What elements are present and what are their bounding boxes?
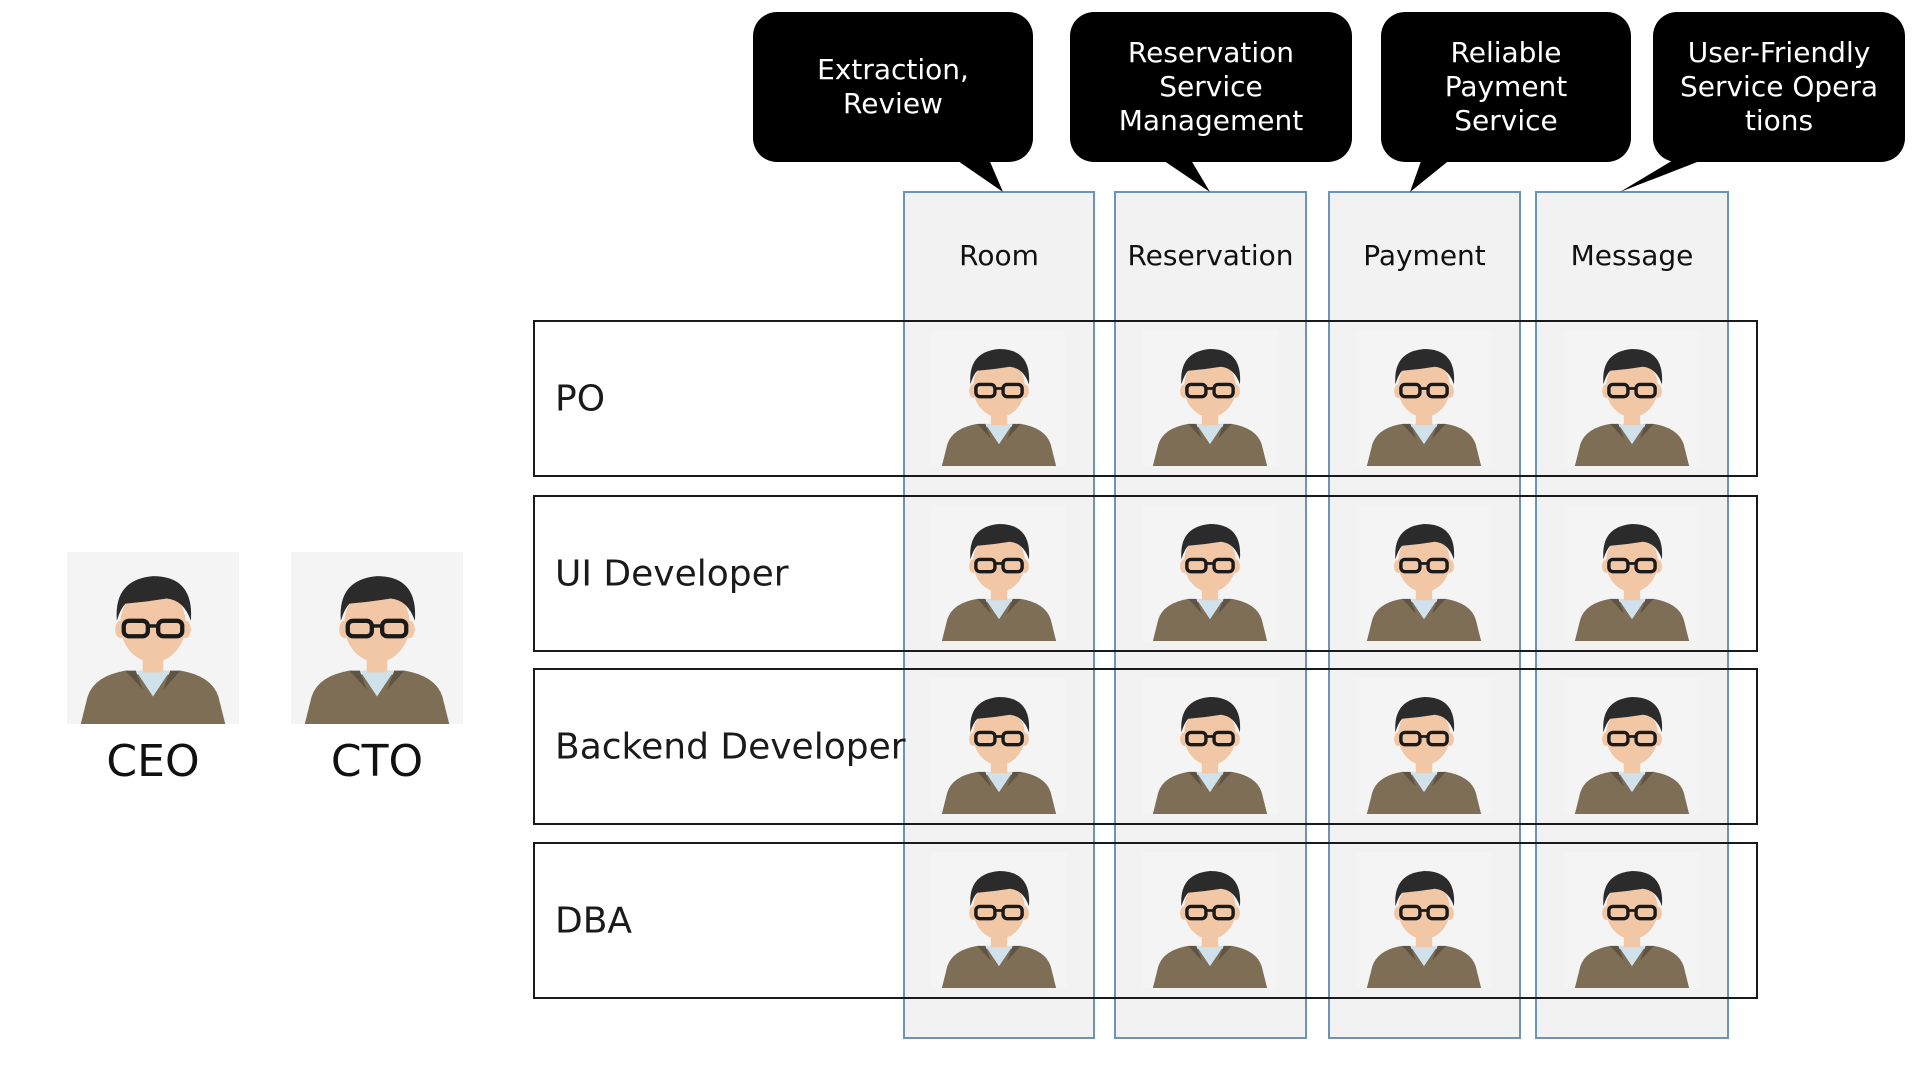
- column-title: Message: [1570, 239, 1694, 272]
- person-avatar-icon: [1356, 850, 1492, 990]
- person-avatar-icon: [931, 503, 1067, 643]
- column-title: Room: [959, 239, 1039, 272]
- cto-card: CTO: [287, 552, 467, 787]
- row-label: PO: [555, 378, 606, 419]
- person-avatar-icon: [1356, 328, 1492, 468]
- row-po: PO: [533, 320, 1758, 477]
- person-avatar-icon: [1142, 676, 1278, 816]
- bubble-room: Extraction, Review: [753, 12, 1033, 162]
- person-avatar-icon: [1564, 676, 1700, 816]
- person-avatar-icon: [1356, 503, 1492, 643]
- bubble-payment: Reliable Payment Service: [1381, 12, 1631, 162]
- ceo-label: CEO: [106, 736, 200, 787]
- row-label: Backend Developer: [555, 726, 906, 767]
- person-avatar-icon: [931, 676, 1067, 816]
- person-avatar-icon: [931, 850, 1067, 990]
- column-title: Reservation: [1127, 239, 1294, 272]
- person-avatar-icon: [1142, 328, 1278, 468]
- bubble-reservation: Reservation Service Management: [1070, 12, 1352, 162]
- person-avatar-icon: [1356, 676, 1492, 816]
- row-dba: DBA: [533, 842, 1758, 999]
- person-avatar-icon: [1142, 503, 1278, 643]
- bubble-text: Reliable Payment Service: [1444, 36, 1568, 137]
- row-label: UI Developer: [555, 553, 789, 594]
- cto-label: CTO: [330, 736, 424, 787]
- column-title: Payment: [1363, 239, 1486, 272]
- ceo-card: CEO: [63, 552, 243, 787]
- person-avatar-icon: [63, 552, 243, 724]
- row-ui-developer: UI Developer: [533, 495, 1758, 652]
- bubble-message: User-Friendly Service Opera tions: [1653, 12, 1905, 162]
- person-avatar-icon: [931, 328, 1067, 468]
- bubble-text: Reservation Service Management: [1118, 36, 1304, 137]
- row-label: DBA: [555, 900, 633, 941]
- row-backend-developer: Backend Developer: [533, 668, 1758, 825]
- bubble-text: User-Friendly Service Opera tions: [1679, 36, 1879, 137]
- person-avatar-icon: [287, 552, 467, 724]
- person-avatar-icon: [1564, 503, 1700, 643]
- person-avatar-icon: [1564, 328, 1700, 468]
- bubble-text: Extraction, Review: [817, 53, 969, 120]
- person-avatar-icon: [1142, 850, 1278, 990]
- person-avatar-icon: [1564, 850, 1700, 990]
